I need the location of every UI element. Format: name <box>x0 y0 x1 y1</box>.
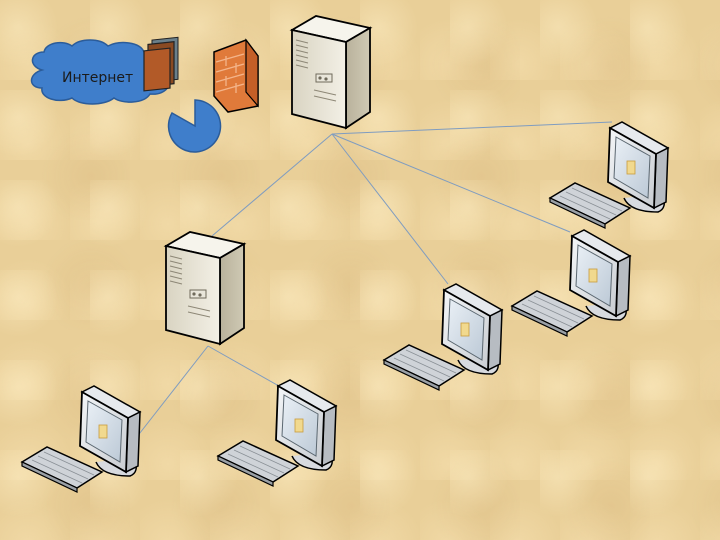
internet-cloud: Интернет <box>30 39 171 105</box>
link-server-main-pc-right-mid <box>331 133 571 233</box>
server-secondary-icon <box>165 231 245 345</box>
link-server-secondary-pc-bottom-mid <box>207 345 287 391</box>
pie-chart-icon <box>167 99 222 153</box>
connections <box>135 121 613 439</box>
firewall-icon <box>213 38 259 113</box>
link-server-main-pc-center <box>331 133 449 285</box>
link-server-secondary-pc-bottom-left <box>135 345 209 439</box>
workstation-bottom-left-icon <box>21 385 141 493</box>
link-server-main-server-secondary <box>211 133 333 237</box>
workstation-center-icon <box>383 283 503 391</box>
workstation-right-top-icon <box>549 121 669 229</box>
link-server-main-pc-right-top <box>331 121 613 135</box>
router-icon <box>143 36 179 92</box>
server-main-icon <box>291 15 371 129</box>
workstation-right-mid-icon <box>511 229 631 337</box>
internet-label: Интернет <box>62 70 133 86</box>
workstation-bottom-mid-icon <box>217 379 337 487</box>
